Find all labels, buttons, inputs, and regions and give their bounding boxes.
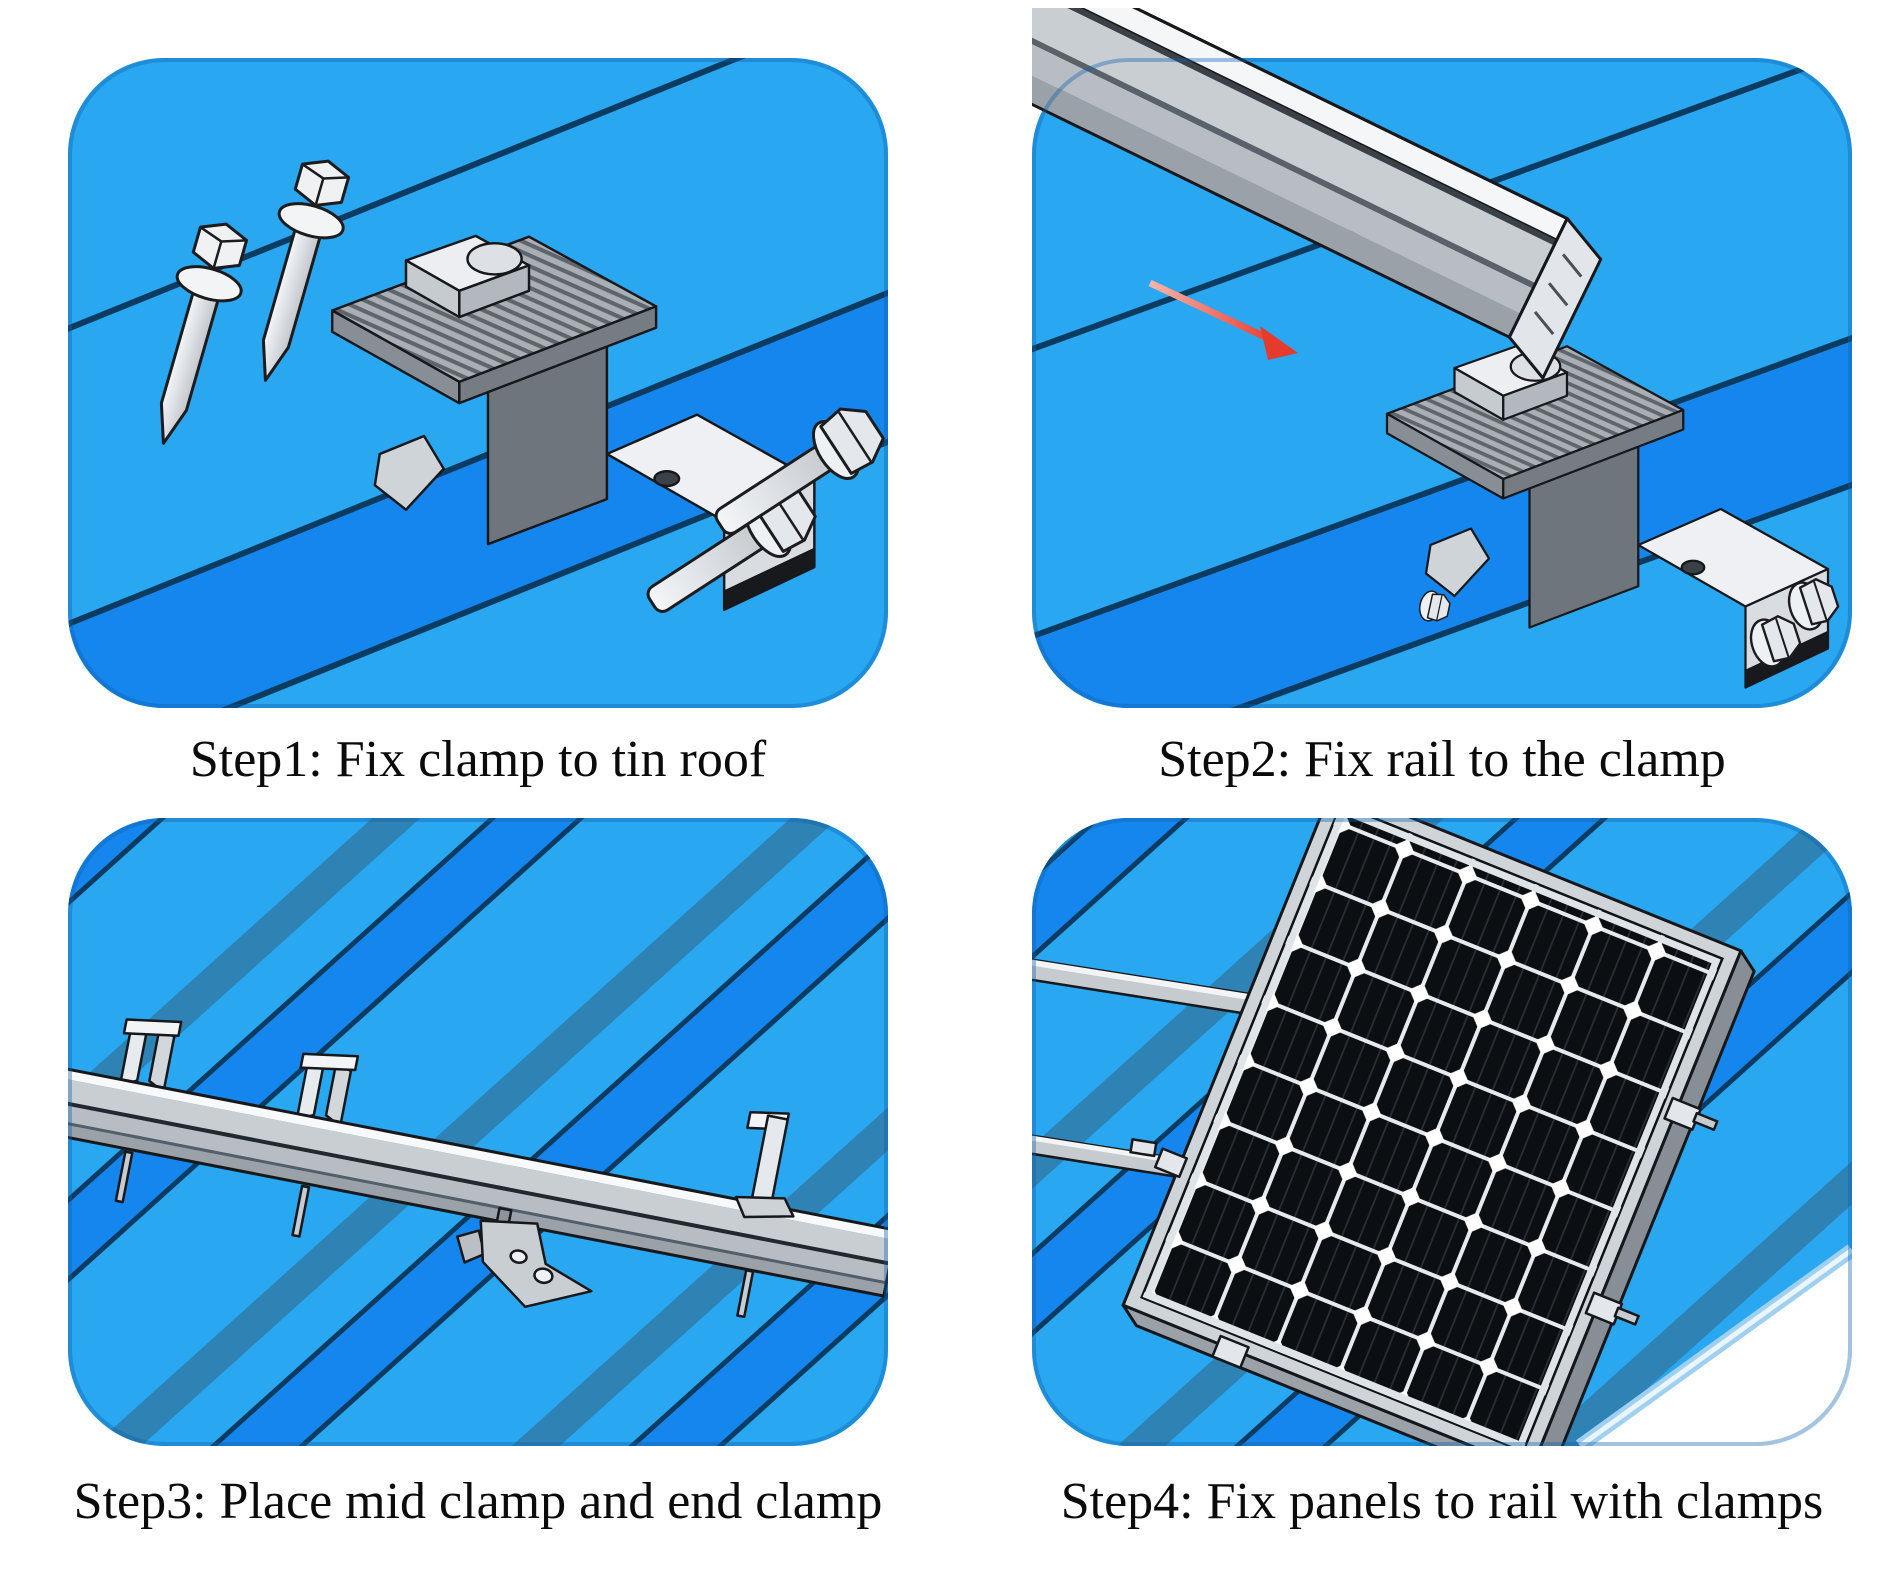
roof-clamp	[456, 1206, 593, 1309]
step1-caption: Step1: Fix clamp to tin roof	[189, 731, 767, 788]
step2-panel	[1032, 8, 1852, 708]
step1-panel	[68, 58, 888, 708]
solar-panel	[1121, 818, 1756, 1446]
mounting-rail	[1032, 1132, 1192, 1180]
panel-border	[1032, 58, 1852, 708]
end-clamp	[114, 1018, 183, 1204]
roof-edge-white-area	[1575, 1244, 1852, 1446]
step2-caption: Step2: Fix rail to the clamp	[1158, 731, 1726, 788]
mounting-rail	[1032, 8, 1603, 380]
panel-clamp	[1153, 1096, 1719, 1369]
step1-illustration	[68, 58, 888, 708]
direction-arrow-icon	[1148, 279, 1298, 360]
mounting-rail	[68, 1066, 888, 1298]
step4-panel	[1032, 818, 1852, 1446]
end-clamp	[734, 1110, 795, 1319]
step4-caption: Step4: Fix panels to rail with clamps	[1060, 1473, 1824, 1530]
step2-illustration	[1032, 8, 1852, 708]
step3-caption: Step3: Place mid clamp and end clamp	[73, 1473, 883, 1530]
step4-illustration	[1032, 818, 1852, 1446]
panel-border	[68, 58, 888, 708]
step3-illustration	[68, 818, 888, 1446]
solar-cells-grid	[1140, 818, 1724, 1446]
panel-border	[68, 818, 888, 1446]
panel-border	[1032, 818, 1852, 1446]
step3-panel	[68, 818, 888, 1446]
